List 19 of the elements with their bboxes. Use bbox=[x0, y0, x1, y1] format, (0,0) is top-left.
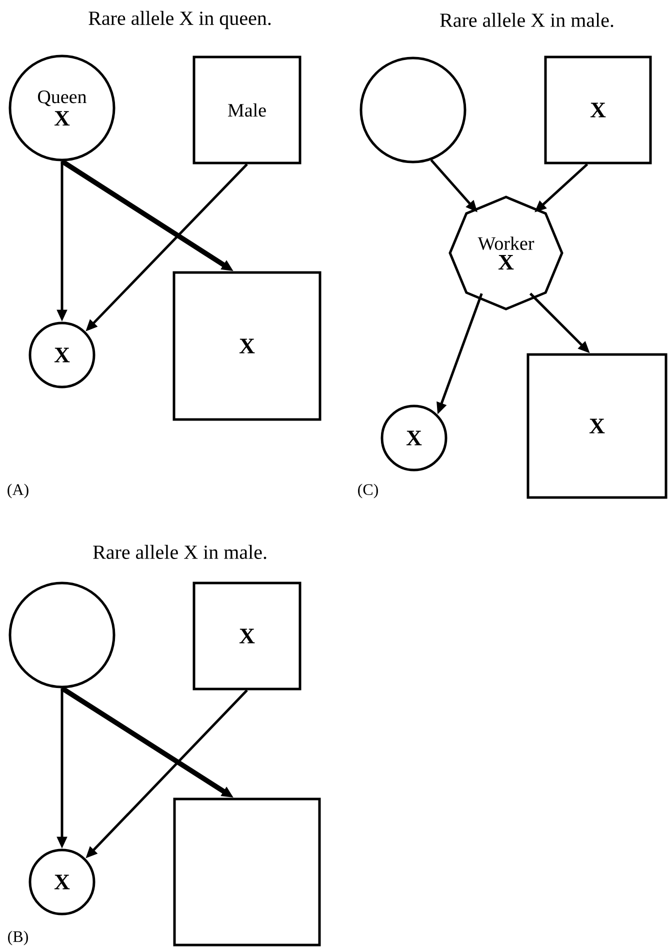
panel-title: Rare allele X in queen. bbox=[88, 10, 271, 30]
panel-title: Rare allele X in male. bbox=[440, 12, 614, 28]
square-node: X bbox=[192, 582, 302, 690]
circle-node: X bbox=[28, 322, 96, 388]
circle-node bbox=[360, 56, 466, 164]
panel-title: Rare allele X in male. bbox=[93, 544, 266, 560]
panel-label: (B) bbox=[8, 930, 28, 946]
octagon-node: Worker X bbox=[448, 196, 564, 310]
square-node: X bbox=[544, 56, 652, 164]
circle-node bbox=[8, 582, 116, 688]
panel-label: (C) bbox=[358, 484, 378, 498]
square-node: X bbox=[526, 353, 668, 499]
circle-node: Queen X bbox=[8, 54, 116, 162]
square-node bbox=[173, 798, 321, 946]
square-node: Male bbox=[192, 56, 302, 164]
panel-label: (A) bbox=[8, 484, 28, 498]
square-node: X bbox=[172, 271, 322, 421]
circle-node: X bbox=[380, 404, 448, 472]
circle-node: X bbox=[28, 848, 96, 916]
